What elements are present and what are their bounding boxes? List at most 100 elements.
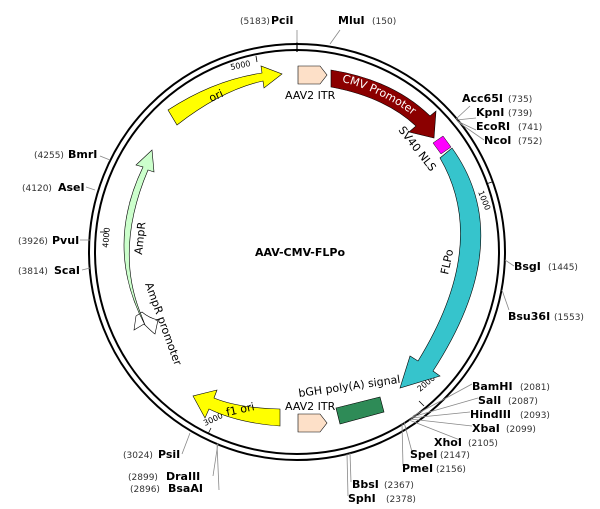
tick-label-4000: 4000 (101, 227, 112, 248)
site-position-bsgi: (1445) (548, 263, 578, 273)
leader-psii (181, 432, 191, 455)
site-position-bsaai: (2896) (130, 485, 160, 495)
site-labels: (5183) PciI MluI (150) Acc65I (735) KpnI… (18, 14, 584, 505)
leader-scai (81, 267, 91, 271)
site-position-spei: (2147) (440, 451, 470, 461)
site-enzyme-draiii: DraIII (166, 470, 200, 483)
feature-label-ori: ori (207, 87, 225, 105)
site-enzyme-pvui: PvuI (52, 234, 79, 247)
site-position-mlui: (150) (372, 17, 396, 27)
site-position-hindiii: (2093) (520, 411, 550, 421)
feature-aav2-itr-top (297, 65, 328, 85)
features (123, 65, 482, 433)
site-enzyme-pcii: PciI (271, 14, 293, 27)
feature-label-cmv-promoter: CMV Promoter (341, 72, 419, 118)
site-enzyme-asei: AseI (58, 181, 85, 194)
site-position-kpni: (739) (508, 109, 532, 119)
feature-f1-ori (192, 389, 281, 427)
feature-ampr (123, 149, 155, 326)
tick-2000 (418, 400, 425, 407)
site-position-pcii: (5183) (240, 17, 270, 27)
leader-ecori (456, 120, 477, 131)
site-position-pmei: (2156) (436, 465, 466, 475)
feature-ori (167, 65, 283, 126)
feature-sv40-nls (432, 135, 452, 155)
site-position-asei: (4120) (22, 184, 52, 194)
leader-mlui (329, 29, 341, 45)
site-position-draiii: (2899) (128, 473, 158, 483)
site-enzyme-ecori: EcoRI (476, 120, 510, 133)
site-position-xbai: (2099) (506, 425, 536, 435)
leader-xbai (409, 418, 473, 427)
leader-xhoi (408, 419, 461, 441)
site-enzyme-hindiii: HindIII (470, 408, 511, 421)
leader-asei (85, 186, 96, 191)
site-enzyme-mlui: MluI (338, 14, 365, 27)
site-enzyme-ncoi: NcoI (484, 134, 511, 147)
tick-5000 (255, 55, 258, 63)
site-position-bbsi: (2367) (384, 481, 414, 491)
site-leaders (80, 29, 515, 497)
site-enzyme-scai: ScaI (54, 264, 80, 277)
leader-sphi (346, 453, 349, 497)
plasmid-title: AAV-CMV-FLPo (255, 246, 345, 259)
site-enzyme-bsaai: BsaAI (168, 482, 203, 495)
site-position-scai: (3814) (18, 267, 48, 277)
site-position-sali: (2087) (508, 397, 538, 407)
site-enzyme-xhoi: XhoI (434, 436, 462, 449)
feature-cmv-promoter (330, 69, 437, 139)
backbone (88, 42, 506, 461)
feature-aav2-itr-bottom (297, 413, 328, 433)
site-enzyme-bmri: BmrI (68, 148, 97, 161)
leader-draiii (212, 442, 219, 477)
feature-label-flpo: FLPo (438, 248, 456, 276)
site-position-sphi: (2378) (386, 495, 416, 505)
feature-label-cmv-promoter-path: CMV Promoter (341, 72, 419, 118)
feature-flpo (399, 147, 482, 389)
feature-ampr-promoter (133, 311, 159, 335)
site-position-ecori: (741) (518, 123, 542, 133)
leader-bsgi (504, 259, 515, 267)
leader-spei (403, 421, 413, 453)
site-enzyme-acc65i: Acc65I (462, 92, 503, 105)
site-position-acc65i: (735) (508, 95, 532, 105)
leader-hindiii (410, 411, 471, 419)
site-enzyme-spei: SpeI (410, 448, 437, 461)
leader-sali (411, 397, 479, 418)
site-enzyme-kpni: KpnI (476, 106, 504, 119)
feature-label-aav2-itr-top: AAV2 ITR (285, 89, 336, 102)
leader-kpni (455, 117, 477, 121)
site-enzyme-pmei: PmeI (402, 462, 433, 475)
site-position-bsu36i: (1553) (554, 313, 584, 323)
site-position-bmri: (4255) (34, 151, 64, 161)
leader-acc65i (455, 105, 471, 120)
site-enzyme-sali: SalI (478, 394, 501, 407)
leader-bmri (99, 155, 111, 161)
site-position-pvui: (3926) (18, 237, 48, 247)
leader-ncoi (457, 121, 485, 141)
site-enzyme-psii: PsiI (158, 448, 180, 461)
feature-label-f1-ori: f1 ori (225, 400, 256, 419)
tick-1000 (485, 181, 493, 185)
feature-label-ampr: AmpR (132, 221, 148, 255)
site-position-ncoi: (752) (518, 137, 542, 147)
leader-bamhi (412, 383, 473, 417)
leader-pmei (401, 422, 404, 467)
feature-label-aav2-itr-bottom: AAV2 ITR (285, 400, 336, 413)
leader-bbsi (349, 452, 352, 483)
tick-3000 (207, 427, 212, 435)
site-position-psii: (3024) (123, 451, 153, 461)
feature-label-bgh-polya: bGH poly(A) signal (298, 373, 402, 400)
leader-bsu36i (501, 289, 510, 311)
site-enzyme-bsu36i: Bsu36I (508, 310, 550, 323)
leader-bsaai (216, 443, 220, 491)
site-enzyme-sphi: SphI (348, 492, 376, 505)
site-position-xhoi: (2105) (468, 439, 498, 449)
site-enzyme-xbai: XbaI (472, 422, 500, 435)
site-position-bamhi: (2081) (520, 383, 550, 393)
tick-label-5000: 5000 (230, 59, 252, 72)
feature-bgh-polya-signal (335, 396, 385, 425)
site-enzyme-bbsi: BbsI (352, 478, 379, 491)
site-enzyme-bamhi: BamHI (472, 380, 513, 393)
